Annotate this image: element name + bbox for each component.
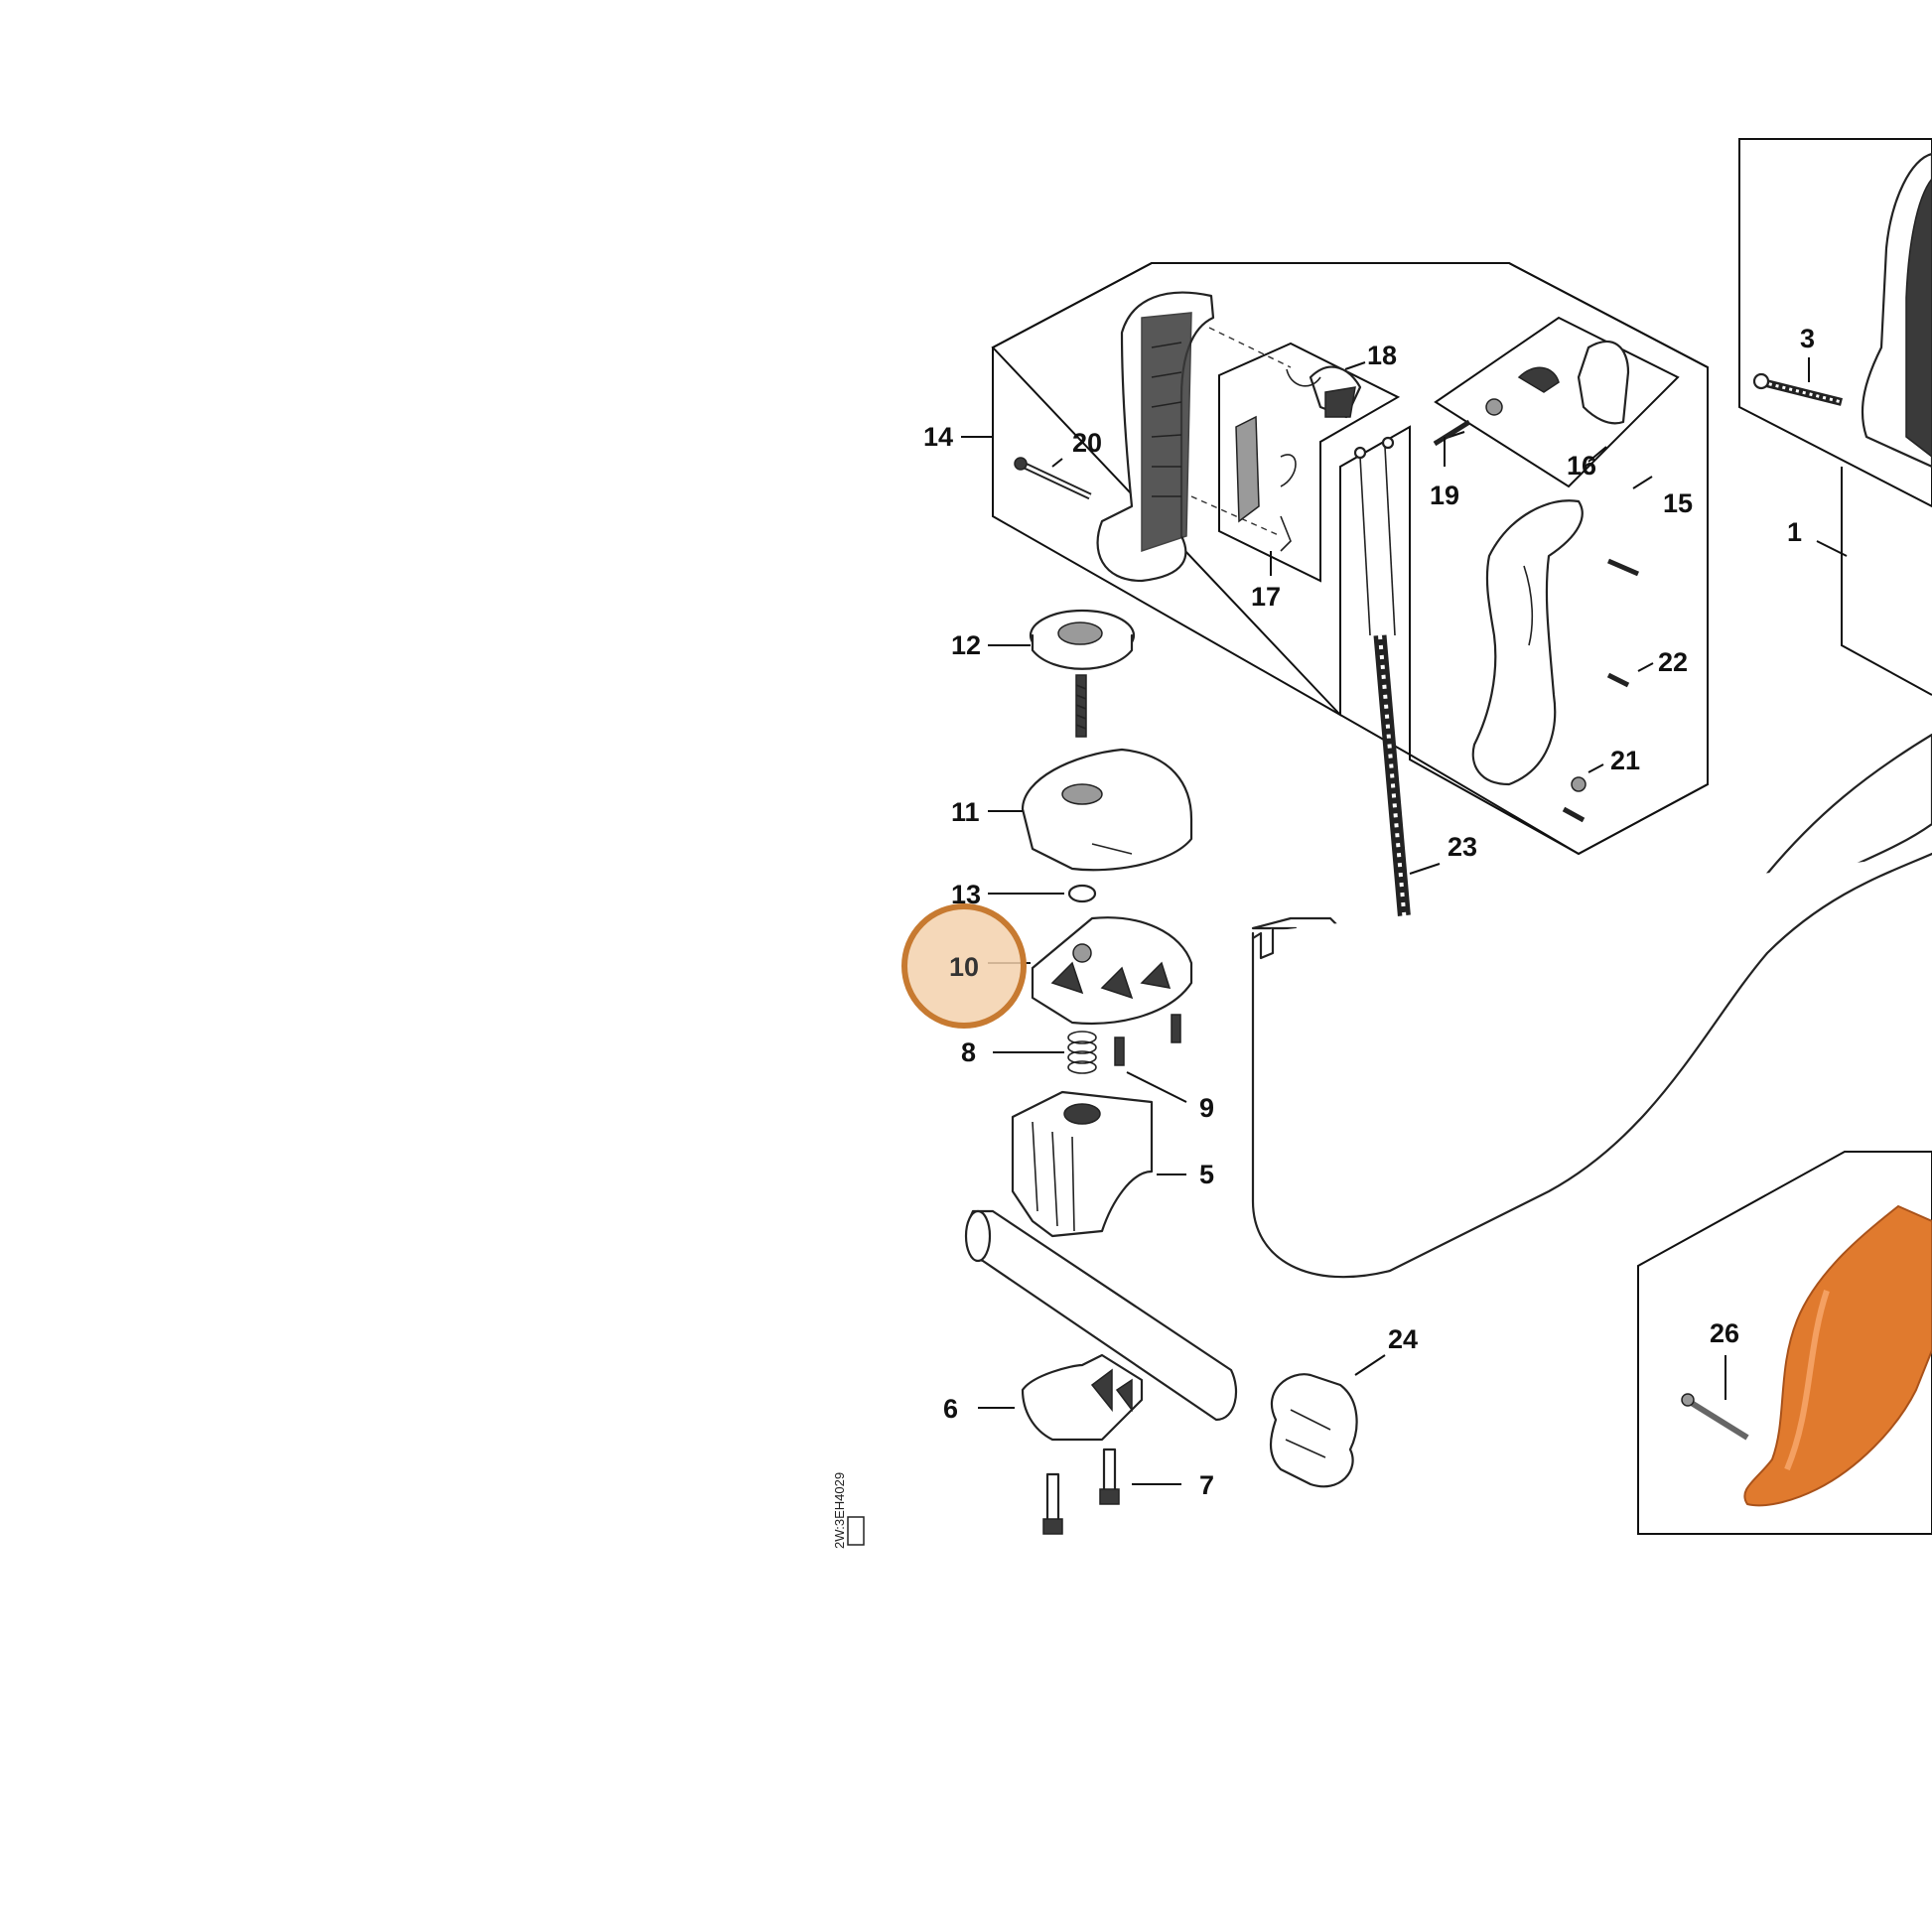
knob-part-12: [1029, 609, 1136, 738]
screw-part-3: [1752, 372, 1843, 406]
callout-9[interactable]: 9: [1199, 1093, 1214, 1123]
callout-5[interactable]: 5: [1199, 1160, 1214, 1189]
reference-box-icon: [847, 1516, 865, 1546]
callout-11[interactable]: 11: [951, 797, 980, 827]
screws-part-7: [1042, 1448, 1120, 1535]
clamp-body-part-5: [1011, 1090, 1154, 1238]
callout-14[interactable]: 14: [923, 422, 953, 452]
callout-20[interactable]: 20: [1072, 428, 1102, 458]
screw-part-26: [1681, 1393, 1749, 1441]
assembly-guide-line: [1190, 495, 1282, 537]
handle-half-part-15: [1471, 499, 1584, 786]
handle-inner-frame: [992, 262, 1709, 856]
callout-6[interactable]: 6: [943, 1394, 958, 1424]
clamp-part-10: [1031, 916, 1193, 1025]
screw-part-20: [1014, 457, 1092, 500]
callout-labels: 14 20 18 17 19 16 15 3 1 22 21 23 12 11 …: [923, 324, 1815, 1500]
callout-8[interactable]: 8: [961, 1037, 976, 1067]
engine-housing-part-1: [1861, 152, 1932, 469]
callout-10[interactable]: 10: [949, 952, 979, 982]
callout-18[interactable]: 18: [1367, 341, 1397, 370]
engine-housing-frame-lower: [1841, 467, 1932, 696]
callout-17[interactable]: 17: [1251, 582, 1281, 612]
screws-part-9: [1114, 1014, 1181, 1066]
loop-handle-tube: [1251, 733, 1932, 1279]
lower-clamp-part-6: [1021, 1353, 1144, 1442]
callout-19[interactable]: 19: [1430, 481, 1459, 510]
callout-3[interactable]: 3: [1800, 324, 1815, 353]
callout-1[interactable]: 1: [1787, 517, 1802, 547]
trigger-part-16: [1485, 341, 1630, 425]
callout-26[interactable]: 26: [1710, 1318, 1739, 1348]
switch-box-frame: [1218, 342, 1401, 583]
pin-part-19-body: [1433, 419, 1471, 447]
callout-15[interactable]: 15: [1663, 488, 1693, 518]
nut-part-21: [1571, 776, 1587, 792]
switch-part-17: [1235, 415, 1297, 552]
callout-23[interactable]: 23: [1448, 832, 1477, 862]
engine-housing-frame: [1738, 138, 1932, 508]
callout-21[interactable]: 21: [1610, 746, 1640, 775]
callout-12[interactable]: 12: [951, 630, 981, 660]
deflector-box-frame: [1637, 1151, 1932, 1535]
callout-24[interactable]: 24: [1388, 1324, 1418, 1354]
clip-part-24: [1269, 1373, 1358, 1488]
cover-part-11: [1021, 748, 1193, 872]
callout-13[interactable]: 13: [951, 880, 981, 909]
deflector-part-26: [1743, 1204, 1932, 1507]
drawing-reference: 2W:3EH4029: [832, 1472, 847, 1549]
highlight-circle[interactable]: [901, 903, 1027, 1029]
trigger-box-frame: [1434, 316, 1680, 488]
callout-22[interactable]: 22: [1658, 647, 1688, 677]
spring-part-8: [1067, 1031, 1097, 1074]
screw-part-22: [1562, 558, 1639, 823]
washer-part-13: [1067, 884, 1097, 903]
switch-part-18: [1286, 365, 1362, 419]
assembly-guide-line: [1208, 327, 1292, 368]
handle-half-part-14: [1096, 291, 1215, 583]
callout-16[interactable]: 16: [1567, 451, 1596, 481]
drive-tube: [964, 1209, 1238, 1422]
callout-7[interactable]: 7: [1199, 1470, 1214, 1500]
